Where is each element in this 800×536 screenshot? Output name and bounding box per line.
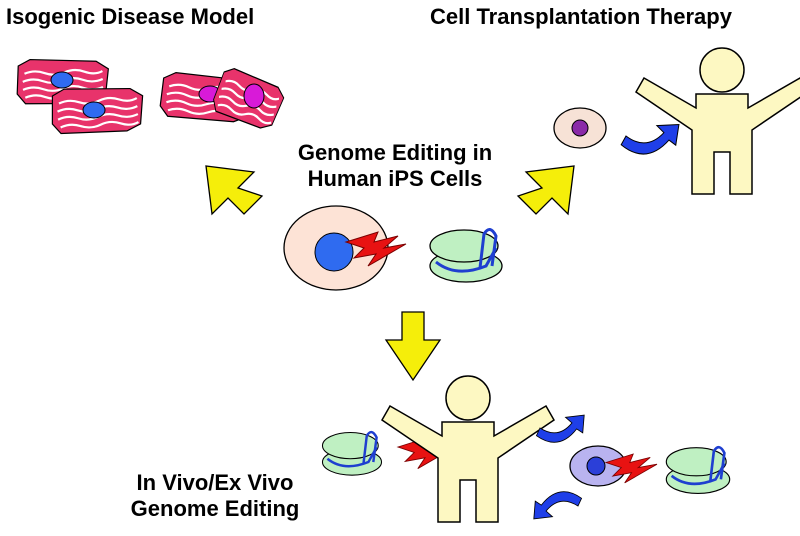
genome-editing-ips-line1: Genome Editing in <box>297 140 493 165</box>
genome-editing-ips-line2: Human iPS Cells <box>307 166 483 191</box>
cardiomyocyte-icon <box>208 64 289 134</box>
block-arrow-icon <box>384 311 442 382</box>
in-vivo-ex-vivo-line2: Genome Editing <box>130 496 300 521</box>
cell-transplantation-therapy-label: Cell Transplantation Therapy <box>430 4 732 29</box>
nuclease-icon <box>665 445 731 495</box>
block-arrow-icon <box>205 165 264 216</box>
isogenic-disease-model-label: Isogenic Disease Model <box>6 4 255 29</box>
nuclease-icon <box>428 227 504 284</box>
small-cell-icon <box>553 107 607 149</box>
purple-cell-icon <box>569 445 627 487</box>
human-figure-icon <box>635 47 800 195</box>
in-vivo-ex-vivo-line1: In Vivo/Ex Vivo <box>136 470 294 495</box>
in-vivo-ex-vivo-title: In Vivo/Ex Vivo Genome Editing <box>100 470 330 522</box>
curved-arrow-icon <box>529 487 585 521</box>
cardiomyocyte-icon <box>14 55 111 108</box>
cardiomyocyte-icon <box>48 82 147 138</box>
nuclease-icon <box>321 430 383 477</box>
genome-editing-ips-title: Genome Editing in Human iPS Cells <box>250 140 540 192</box>
curved-arrow-icon <box>618 122 683 158</box>
block-arrow-icon <box>516 165 575 216</box>
